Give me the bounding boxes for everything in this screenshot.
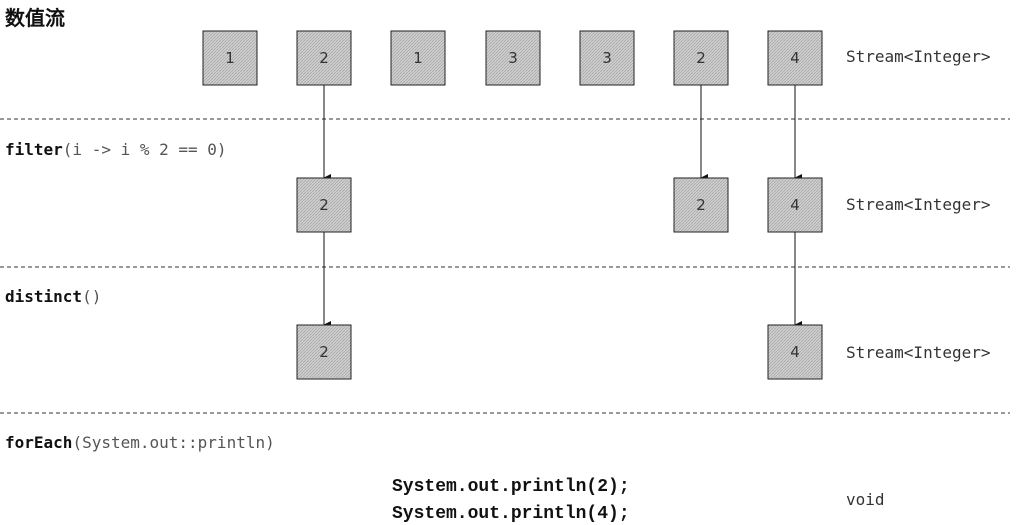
element-box: 4	[767, 30, 823, 86]
stage-operation-label: distinct()	[5, 287, 101, 306]
element-value: 2	[319, 343, 329, 361]
stage-operation-label: forEach(System.out::println)	[5, 433, 275, 452]
stage-type-label: Stream<Integer>	[846, 195, 991, 214]
stage-operation-label: filter(i -> i % 2 == 0)	[5, 140, 227, 159]
element-box: 2	[296, 177, 352, 233]
output-line: System.out.println(2);	[392, 477, 630, 497]
element-box: 4	[767, 177, 823, 233]
element-value: 2	[696, 49, 706, 67]
element-value: 3	[602, 49, 612, 67]
element-box: 3	[485, 30, 541, 86]
operation-args: (i -> i % 2 == 0)	[62, 140, 227, 159]
element-box: 2	[673, 177, 729, 233]
element-value: 4	[790, 49, 800, 67]
stage-type-label: Stream<Integer>	[846, 343, 991, 362]
operation-method: distinct	[5, 287, 83, 306]
element-value: 1	[413, 49, 423, 67]
operation-args: (System.out::println)	[72, 433, 275, 452]
operation-method: filter	[5, 140, 63, 159]
operation-method: forEach	[5, 433, 73, 452]
element-box: 2	[296, 30, 352, 86]
stage-type-label: Stream<Integer>	[846, 47, 991, 66]
stage-type-label: void	[846, 490, 885, 509]
element-value: 4	[790, 343, 800, 361]
element-value: 2	[319, 196, 329, 214]
element-box: 3	[579, 30, 635, 86]
element-value: 3	[508, 49, 518, 67]
element-value: 2	[696, 196, 706, 214]
element-value: 2	[319, 49, 329, 67]
element-box: 1	[202, 30, 258, 86]
element-box: 2	[296, 324, 352, 380]
element-box: 1	[390, 30, 446, 86]
element-value: 1	[225, 49, 235, 67]
element-box: 4	[767, 324, 823, 380]
operation-args: ()	[82, 287, 102, 306]
diagram-title: 数值流	[5, 6, 65, 30]
output-line: System.out.println(4);	[392, 504, 630, 524]
element-value: 4	[790, 196, 800, 214]
element-box: 2	[673, 30, 729, 86]
